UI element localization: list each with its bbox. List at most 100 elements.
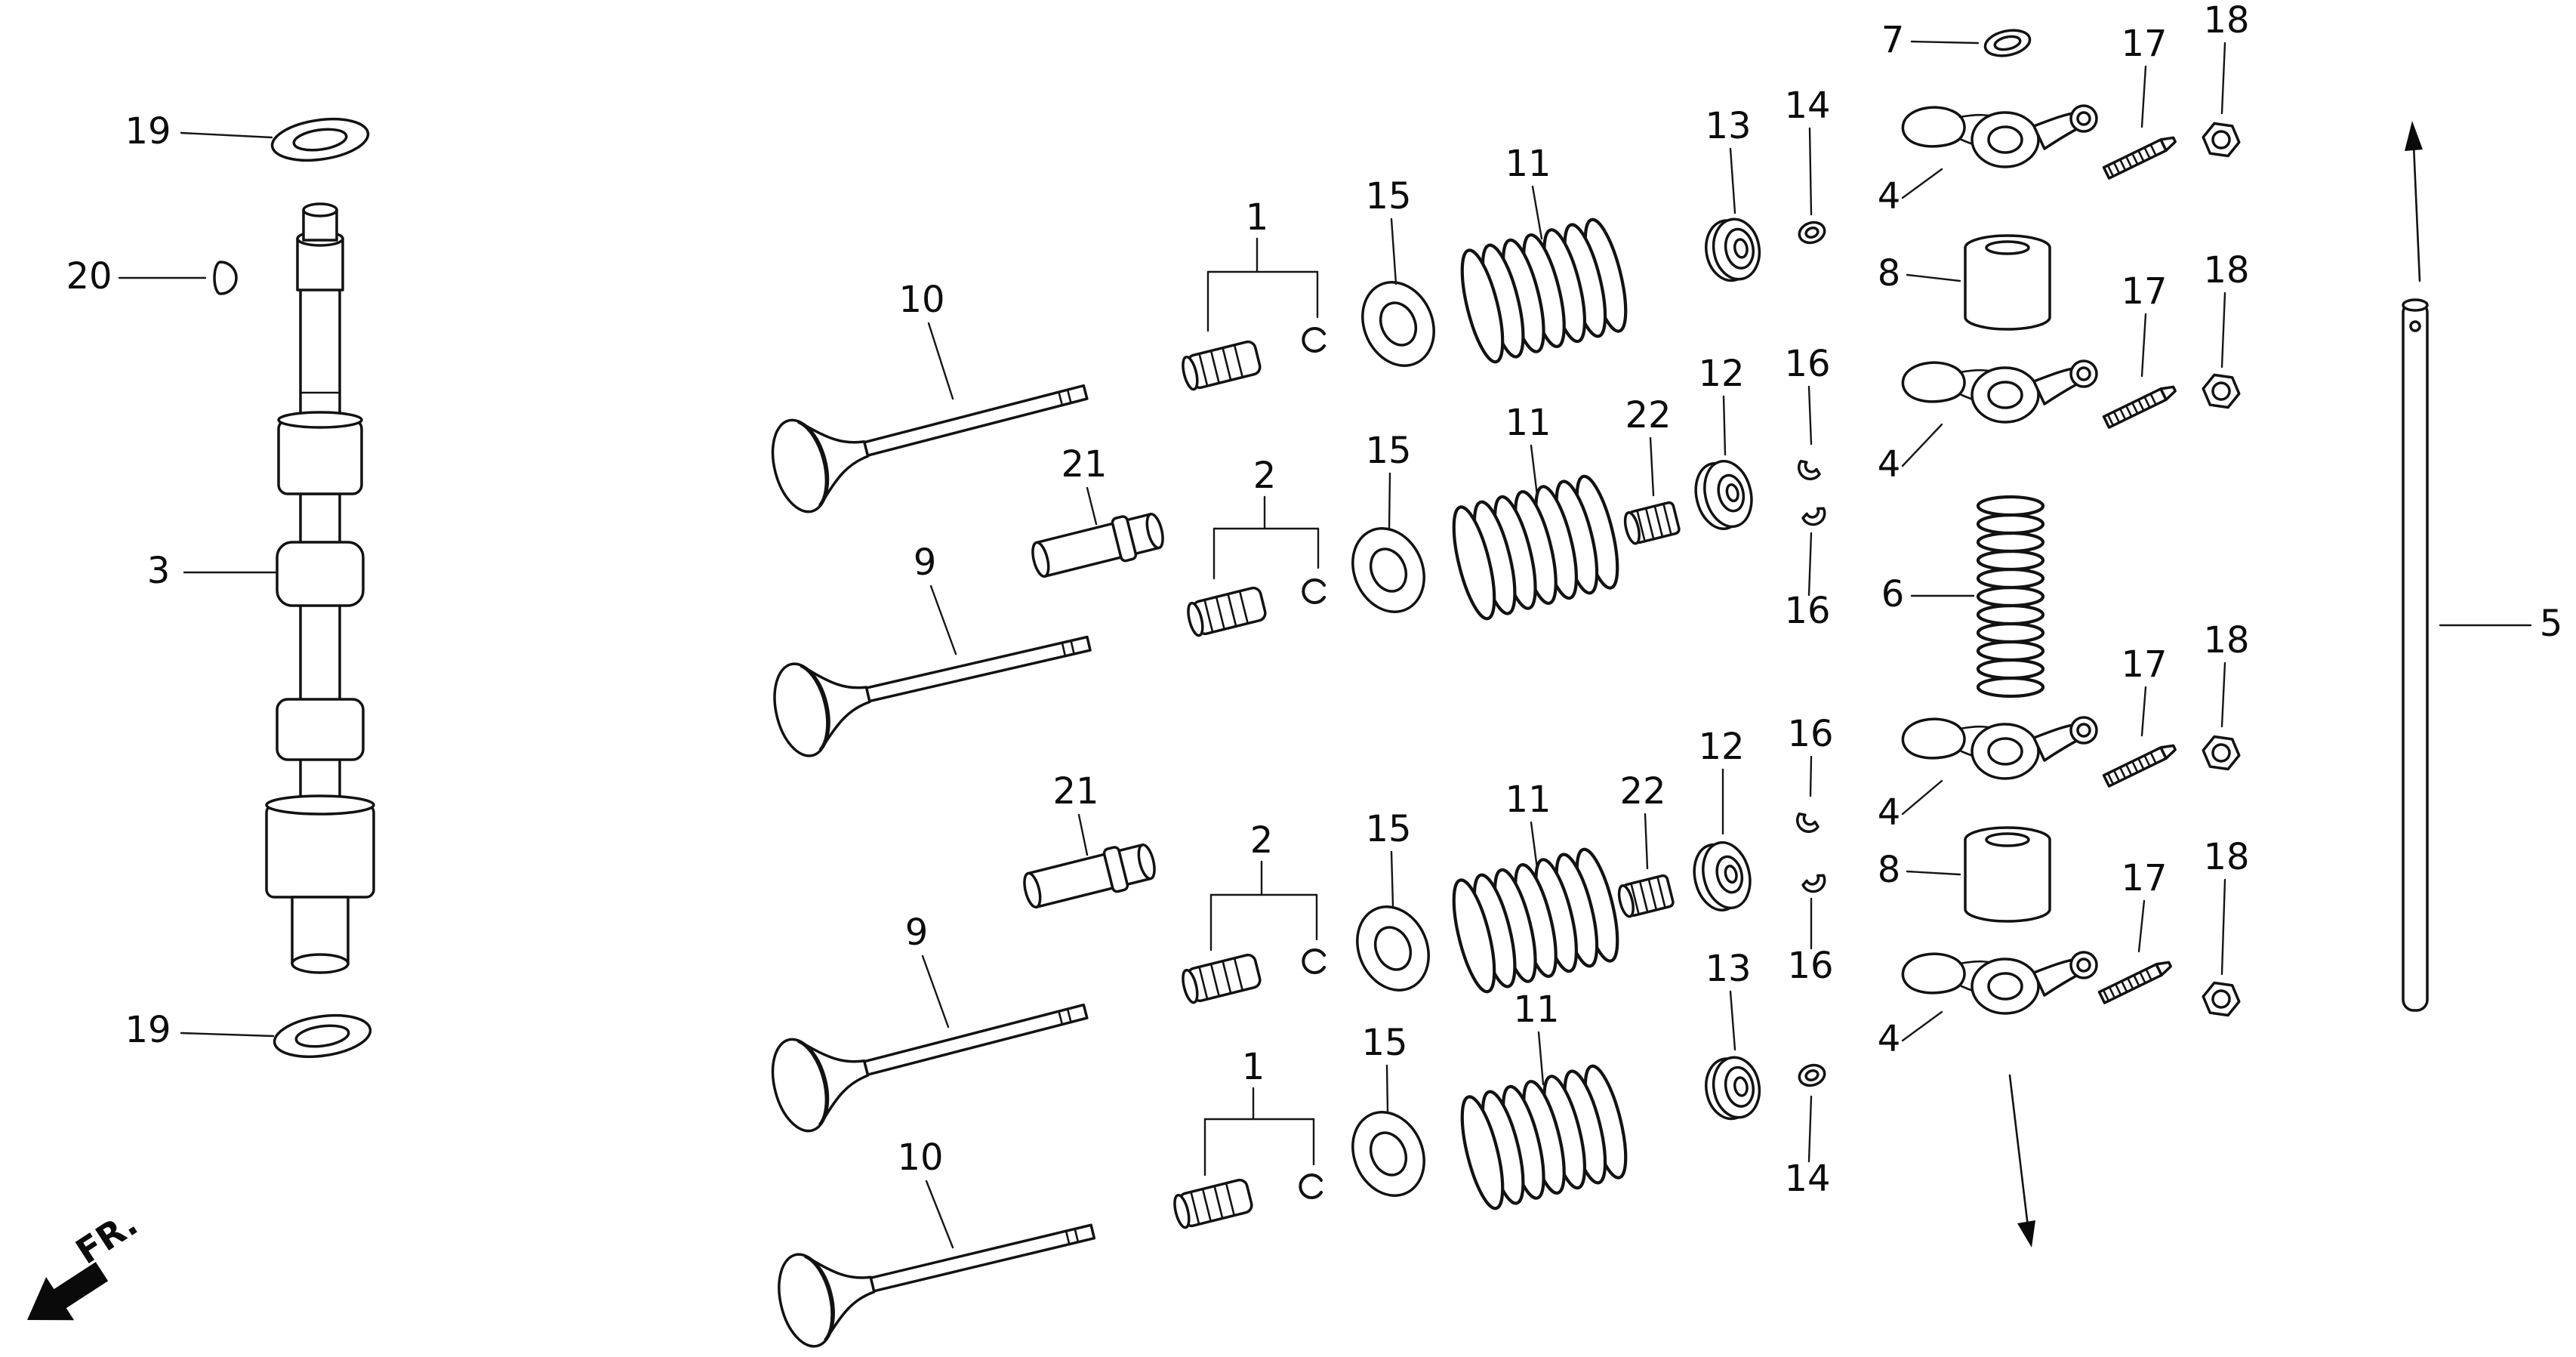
rocker-shaft bbox=[2402, 298, 2429, 1012]
valve-spring bbox=[1446, 846, 1626, 995]
lock-nut bbox=[2199, 121, 2243, 159]
part-label-12: 12 bbox=[1698, 353, 1744, 395]
seal-clip bbox=[1299, 1173, 1323, 1199]
part-label-4: 4 bbox=[1878, 175, 1901, 217]
valve-spring bbox=[1454, 1062, 1635, 1212]
rocker-arm bbox=[1901, 104, 2098, 168]
camshaft bbox=[265, 202, 375, 974]
part-label-19: 19 bbox=[125, 110, 171, 153]
spring-retainer bbox=[1699, 1052, 1766, 1124]
adjusting-screw bbox=[2097, 958, 2174, 1004]
leader-line bbox=[2220, 878, 2226, 976]
part-label-11: 11 bbox=[1505, 779, 1551, 821]
part-label-5: 5 bbox=[2540, 603, 2563, 645]
wave-washer bbox=[1981, 25, 2034, 61]
leader-line bbox=[1809, 755, 1813, 797]
rocker-arm bbox=[1901, 716, 2098, 780]
valve-keeper bbox=[1792, 810, 1821, 837]
adjusting-screw bbox=[2102, 741, 2179, 788]
leader-line bbox=[2140, 313, 2147, 378]
part-label-9: 9 bbox=[905, 911, 929, 954]
seal-clip bbox=[1302, 578, 1326, 604]
valve-cotter bbox=[1795, 217, 1829, 248]
exhaust-valve bbox=[762, 964, 1098, 1139]
part-label-13: 13 bbox=[1705, 105, 1751, 147]
part-label-11: 11 bbox=[1505, 402, 1551, 444]
part-label-6: 6 bbox=[1881, 573, 1905, 615]
valve-stem-seal bbox=[1179, 338, 1263, 393]
part-label-4: 4 bbox=[1878, 791, 1901, 834]
leader-line bbox=[925, 1180, 954, 1249]
valve-keeper bbox=[1801, 504, 1830, 530]
leader-line bbox=[2220, 291, 2226, 369]
spring-sleeve bbox=[1621, 500, 1681, 547]
adjusting-screw bbox=[2102, 382, 2179, 429]
part-label-13: 13 bbox=[1705, 948, 1751, 990]
seal-clip bbox=[1302, 327, 1326, 353]
part-label-8: 8 bbox=[1878, 252, 1901, 295]
spring-retainer bbox=[1687, 455, 1760, 535]
part-label-18: 18 bbox=[2203, 836, 2249, 878]
assembly-arrow-down bbox=[2008, 1074, 2035, 1248]
valve-spring bbox=[1454, 216, 1635, 365]
leader-line bbox=[1906, 870, 1961, 876]
leader-line bbox=[1385, 1064, 1389, 1113]
lock-nut bbox=[2199, 372, 2243, 410]
leader-line bbox=[1901, 779, 1943, 816]
leader-line bbox=[1530, 821, 1539, 870]
part-label-16: 16 bbox=[1787, 713, 1833, 755]
part-label-9: 9 bbox=[914, 541, 937, 584]
valve-guide bbox=[1027, 507, 1169, 584]
part-label-15: 15 bbox=[1365, 430, 1411, 472]
leader-line bbox=[1530, 444, 1539, 497]
part-label-10: 10 bbox=[898, 279, 944, 321]
thrust-washer bbox=[270, 1008, 374, 1064]
part-label-15: 15 bbox=[1365, 175, 1411, 217]
leader-line bbox=[2220, 42, 2226, 115]
part-label-18: 18 bbox=[2203, 619, 2249, 662]
leader-line bbox=[1807, 385, 1813, 446]
spring-seat bbox=[1338, 515, 1439, 625]
part-label-7: 7 bbox=[1881, 19, 1905, 61]
spring-retainer bbox=[1686, 836, 1758, 917]
part-label-17: 17 bbox=[2121, 270, 2167, 313]
leader-line bbox=[1722, 395, 1727, 456]
leader-line bbox=[1901, 1010, 1943, 1042]
lock-nut bbox=[2199, 734, 2243, 772]
part-label-17: 17 bbox=[2121, 857, 2167, 899]
part-label-21: 21 bbox=[1052, 770, 1098, 813]
spring-retainer bbox=[1699, 214, 1766, 286]
spring-seat bbox=[1348, 269, 1449, 379]
leader-line bbox=[2220, 662, 2226, 728]
part-label-16: 16 bbox=[1787, 945, 1833, 987]
part-label-3: 3 bbox=[147, 550, 171, 592]
part-label-17: 17 bbox=[2121, 643, 2167, 686]
leader-line bbox=[1807, 1095, 1813, 1163]
part-label-11: 11 bbox=[1505, 143, 1551, 185]
leader-line bbox=[929, 584, 957, 655]
valve-guide bbox=[1018, 837, 1160, 914]
rocker-spacer bbox=[1964, 234, 2051, 331]
assembly-arrow-up bbox=[2405, 121, 2423, 282]
valve-spring bbox=[1446, 473, 1626, 622]
part-label-8: 8 bbox=[1878, 849, 1901, 891]
leader-line bbox=[180, 1032, 275, 1038]
leader-line bbox=[921, 955, 950, 1029]
valve-keeper bbox=[1793, 458, 1823, 485]
part-label-10: 10 bbox=[897, 1136, 943, 1179]
part-label-12: 12 bbox=[1698, 726, 1744, 768]
camshaft-end-plug bbox=[213, 261, 238, 295]
spring-sleeve bbox=[1615, 873, 1675, 920]
part-label-15: 15 bbox=[1361, 1022, 1407, 1064]
leader-line bbox=[1906, 273, 1961, 282]
part-label-22: 22 bbox=[1619, 770, 1665, 813]
part-label-20: 20 bbox=[66, 255, 112, 298]
part-label-21: 21 bbox=[1061, 443, 1107, 486]
leader-line bbox=[1729, 147, 1736, 214]
leader-line bbox=[2140, 65, 2147, 128]
part-label-1: 1 bbox=[1246, 196, 1269, 239]
leader-line bbox=[1390, 850, 1394, 908]
adjusting-screw bbox=[2102, 133, 2179, 180]
intake-valve bbox=[769, 1184, 1105, 1353]
leader-line bbox=[1537, 1031, 1545, 1086]
